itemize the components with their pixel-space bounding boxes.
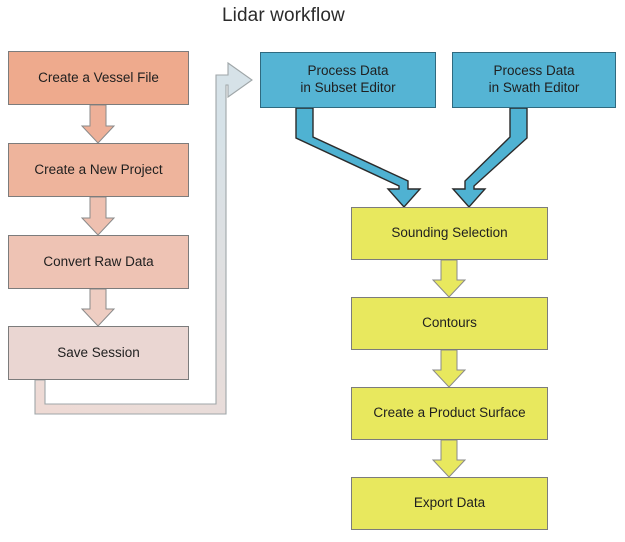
node-process-swath-editor[interactable]: Process Data in Swath Editor: [452, 52, 616, 108]
node-label: Sounding Selection: [391, 225, 508, 241]
node-label: Export Data: [413, 495, 486, 511]
node-label: Save Session: [57, 344, 140, 360]
node-create-vessel-file[interactable]: Create a Vessel File: [8, 51, 189, 105]
node-label: Create a Vessel File: [38, 69, 159, 85]
node-export-data[interactable]: Export Data: [351, 477, 548, 530]
connector-sounding-to-contours: [431, 259, 467, 298]
connector-surface-to-export: [431, 439, 467, 478]
connector-vessel-to-project: [80, 104, 116, 144]
node-label: Create a Product Surface: [373, 405, 526, 421]
node-sounding-selection[interactable]: Sounding Selection: [351, 207, 548, 260]
node-label: Convert Raw Data: [43, 253, 154, 269]
connector-contours-to-surface: [431, 349, 467, 388]
node-contours[interactable]: Contours: [351, 297, 548, 350]
diagram-title: Lidar workflow: [222, 5, 345, 26]
node-label-line1: Process Data: [493, 63, 575, 79]
connector-project-to-convert: [80, 196, 116, 236]
node-label-line1: Process Data: [307, 63, 389, 79]
node-label-line2: in Swath Editor: [488, 80, 580, 95]
node-convert-raw-data[interactable]: Convert Raw Data: [8, 235, 189, 289]
connector-subset-to-sounding: [295, 107, 422, 209]
connector-save-to-subset: [34, 61, 253, 415]
node-create-product-surface[interactable]: Create a Product Surface: [351, 387, 548, 440]
node-label-line2: in Subset Editor: [300, 80, 396, 95]
node-create-new-project[interactable]: Create a New Project: [8, 143, 189, 197]
connector-swath-to-sounding: [451, 107, 528, 209]
connector-convert-to-save: [80, 288, 116, 327]
node-label: Contours: [422, 315, 477, 331]
node-process-subset-editor[interactable]: Process Data in Subset Editor: [260, 52, 436, 108]
node-label: Create a New Project: [34, 161, 163, 177]
node-save-session[interactable]: Save Session: [8, 326, 189, 380]
